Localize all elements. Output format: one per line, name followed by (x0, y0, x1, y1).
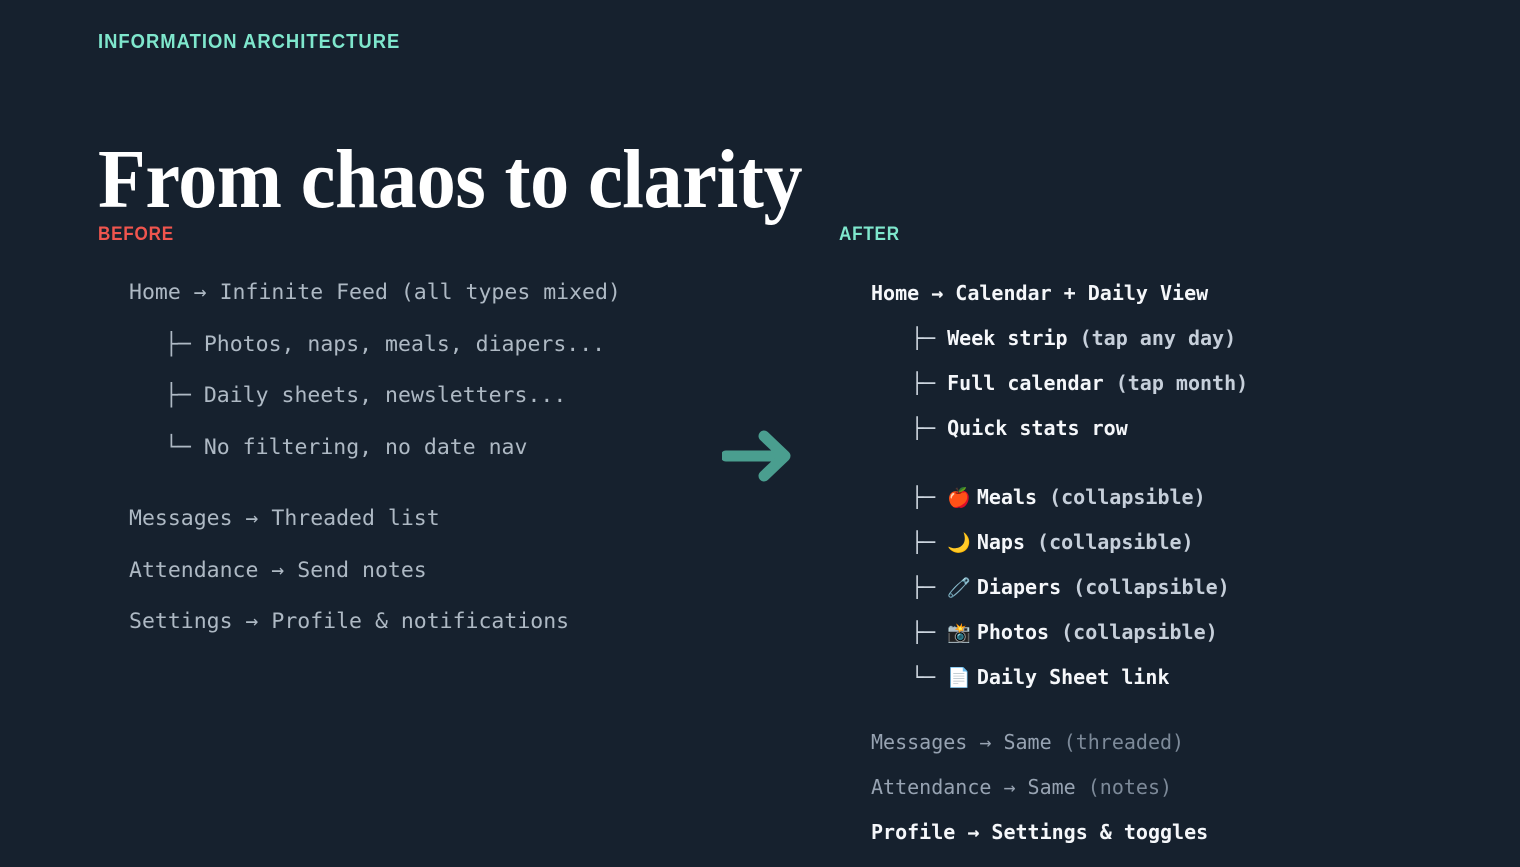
after-tree-row-label: Diapers (976, 575, 1074, 599)
after-column-label: AFTER (839, 224, 900, 245)
tree-connector-icon: ├─ (911, 575, 948, 599)
tree-connector-icon: ├─ (165, 383, 204, 408)
before-tree: Home → Infinite Feed (all types mixed) ├─… (129, 282, 621, 663)
before-tree-row: Settings → Profile & notifications (129, 611, 621, 663)
after-tree-row-label: Home → Calendar + Daily View (871, 281, 1209, 305)
tree-connector-icon: ├─ (165, 331, 204, 357)
eyebrow-label: INFORMATION ARCHITECTURE (98, 31, 401, 53)
after-tree-row-note: (collapsible) (1073, 575, 1230, 599)
before-tree-row: └─ No filtering, no date nav (129, 434, 621, 489)
after-tree-row-label: Profile → Settings & toggles (871, 820, 1209, 844)
after-tree-row-note: (notes) (1087, 775, 1173, 799)
after-tree-row: Attendance → Same (notes) (871, 777, 1248, 822)
apple-icon: 🍎 (947, 487, 977, 509)
before-tree-row: Home → Infinite Feed (all types mixed) (129, 282, 621, 334)
after-tree-row-label: Full calendar (947, 371, 1116, 395)
after-tree-row-label: Meals (976, 485, 1050, 509)
before-tree-row-label: Photos, naps, meals, diapers... (203, 331, 606, 357)
tree-connector-icon: └─ (911, 665, 948, 689)
tree-connector-icon: ├─ (911, 371, 948, 395)
after-tree-row: ├─ Quick stats row (871, 418, 1248, 463)
tree-connector-icon: ├─ (911, 530, 948, 554)
before-column-label: BEFORE (98, 224, 174, 245)
after-tree-row-note: (collapsible) (1061, 620, 1218, 644)
before-tree-row-label: No filtering, no date nav (203, 434, 528, 460)
before-tree-row: ├─ Photos, naps, meals, diapers... (129, 331, 621, 386)
tree-connector-icon: ├─ (911, 620, 948, 644)
after-tree-row: ├─ 📸 Photos (collapsible) (871, 622, 1248, 667)
page-title: From chaos to clarity (98, 133, 803, 227)
after-tree-row-note: (threaded) (1063, 730, 1185, 754)
tree-connector-icon: ├─ (911, 326, 948, 350)
crescent-moon-icon: 🌙 (947, 532, 977, 554)
before-tree-row: Attendance → Send notes (129, 557, 621, 612)
tree-connector-icon: ├─ (911, 416, 948, 440)
after-tree-row-note: (tap any day) (1079, 326, 1237, 350)
before-tree-row-label: Home → Infinite Feed (all types mixed) (129, 280, 621, 305)
after-tree-row-note: (collapsible) (1049, 485, 1206, 509)
before-tree-row-label: Messages → Threaded list (129, 506, 440, 531)
safety-pin-icon: 🧷 (947, 577, 977, 599)
after-tree-row: Messages → Same (threaded) (871, 732, 1248, 777)
after-tree-row: ├─ 🌙 Naps (collapsible) (871, 532, 1248, 577)
after-tree-row-label: Naps (976, 530, 1038, 554)
tree-gap (871, 463, 1248, 487)
after-tree-row-label: Daily Sheet link (976, 665, 1170, 689)
arrow-right-icon (720, 428, 798, 484)
tree-connector-icon: └─ (165, 434, 204, 460)
after-tree-row: ├─ Week strip (tap any day) (871, 328, 1248, 373)
after-tree-row: ├─ Full calendar (tap month) (871, 373, 1248, 418)
after-tree-row-label: Quick stats row (947, 416, 1128, 440)
after-tree-row-label: Week strip (947, 326, 1080, 350)
after-tree-row: Profile → Settings & toggles (871, 822, 1248, 867)
after-tree: Home → Calendar + Daily View ├─ Week stri… (871, 283, 1248, 867)
camera-flash-icon: 📸 (947, 622, 977, 644)
after-tree-row-label: Photos (976, 620, 1062, 644)
after-tree-row: ├─ 🍎 Meals (collapsible) (871, 487, 1248, 532)
page-icon: 📄 (947, 667, 977, 689)
before-tree-row: ├─ Daily sheets, newsletters... (129, 385, 621, 437)
after-tree-row: ├─ 🧷 Diapers (collapsible) (871, 577, 1248, 622)
after-tree-row: └─ 📄 Daily Sheet link (871, 667, 1248, 712)
before-tree-row-label: Daily sheets, newsletters... (203, 383, 567, 408)
slide-root: INFORMATION ARCHITECTURE From chaos to c… (98, 31, 1249, 842)
after-tree-row-note: (collapsible) (1037, 530, 1194, 554)
before-tree-row-label: Attendance → Send notes (129, 557, 427, 583)
tree-connector-icon: ├─ (911, 485, 948, 509)
after-tree-row-label: Attendance → Same (871, 775, 1088, 799)
before-tree-row-label: Settings → Profile & notifications (129, 609, 570, 634)
tree-gap (129, 488, 621, 508)
tree-gap (871, 712, 1248, 732)
before-tree-row: Messages → Threaded list (129, 508, 621, 560)
after-tree-row-note: (tap month) (1115, 371, 1249, 395)
after-tree-row-label: Messages → Same (871, 730, 1064, 754)
after-tree-row: Home → Calendar + Daily View (871, 283, 1248, 328)
